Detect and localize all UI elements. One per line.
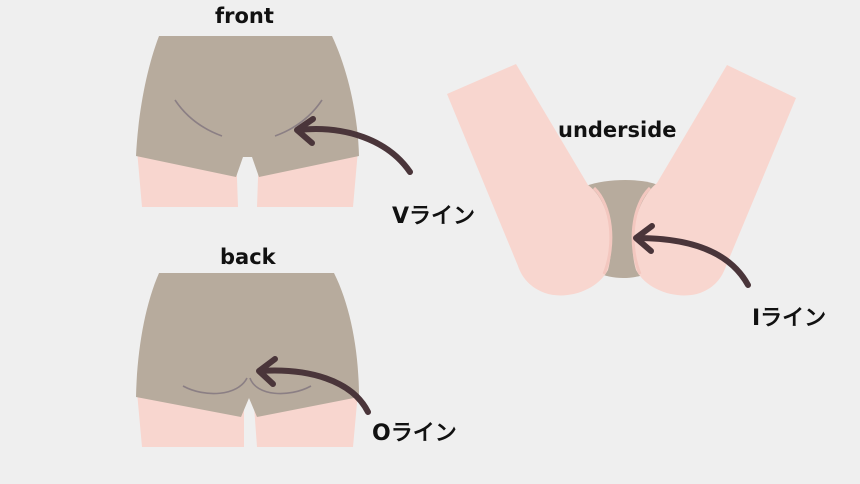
v-line-arrow xyxy=(294,116,413,175)
front-crease-right xyxy=(274,99,323,137)
o-line-arrow xyxy=(256,356,371,415)
front-title: front xyxy=(215,4,274,28)
back-crease-right xyxy=(249,377,312,395)
i-line-label: Iライン xyxy=(752,306,827,331)
front-shorts xyxy=(136,36,359,177)
underside-title: underside xyxy=(558,118,677,142)
back-view xyxy=(136,273,359,447)
underside-view xyxy=(447,64,796,296)
back-title: back xyxy=(220,245,276,269)
underside-left-inner-edge xyxy=(592,186,613,275)
o-line-label: Oライン xyxy=(372,421,457,446)
v-line-label: Vライン xyxy=(392,204,476,229)
underside-right-inner-edge xyxy=(631,186,652,275)
back-shorts xyxy=(136,273,359,417)
underside-left-leg xyxy=(447,64,612,296)
i-line-arrow xyxy=(633,223,751,288)
front-view xyxy=(136,36,359,207)
underside-right-leg xyxy=(632,65,796,296)
front-crease-left xyxy=(174,99,223,137)
back-crease-left xyxy=(182,377,248,395)
